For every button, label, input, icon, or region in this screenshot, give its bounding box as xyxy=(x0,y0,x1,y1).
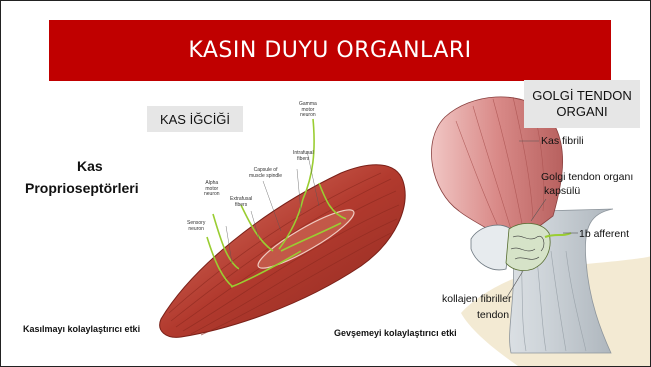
gto-capsule-label-line-2: kapsülü xyxy=(544,185,580,197)
relaxation-caption: Gevşemeyi kolaylaştırıcı etki xyxy=(334,328,457,338)
golgi-title-line-1: GOLGİ TENDON xyxy=(532,88,631,104)
intrafusal-fibers-label: Intrafusal fibers xyxy=(293,151,314,162)
contraction-caption: Kasılmayı kolaylaştırıcı etki xyxy=(23,324,140,334)
afferent-label: 1b afferent xyxy=(579,228,629,240)
capsule-line-2: muscle spindle xyxy=(249,174,282,180)
slide-title: KASIN DUYU ORGANLARI xyxy=(188,38,471,63)
golgi-title-line-2: ORGANI xyxy=(556,104,607,120)
muscle-spindle-label: KAS İĞCİĞİ xyxy=(147,106,243,132)
collagen-label-line-1: kollajen fibriller xyxy=(442,293,511,305)
golgi-tendon-organ-label: GOLGİ TENDON ORGANI xyxy=(524,80,640,128)
alpha-line-3: neuron xyxy=(204,192,220,198)
gamma-motor-neuron-label: Gamma motor neuron xyxy=(299,102,317,119)
gto-capsule-label-line-1: Golgi tendon organı xyxy=(541,171,633,183)
left-heading-line-1: Kas xyxy=(77,158,103,174)
gamma-line-3: neuron xyxy=(299,113,317,119)
extrafusal-fibers-label: Extrafusal fibers xyxy=(230,197,252,208)
spindle-capsule-label: Capsule of muscle spindle xyxy=(249,168,282,179)
title-banner: KASIN DUYU ORGANLARI xyxy=(49,20,611,81)
sensory-line-2: neuron xyxy=(187,227,205,233)
intrafusal-line-2: fibers xyxy=(293,157,314,163)
left-heading-line-2: Proprioseptörleri xyxy=(25,180,139,196)
alpha-motor-neuron-label: Alpha motor neuron xyxy=(204,181,220,198)
collagen-label-line-2: tendon xyxy=(477,309,509,321)
muscle-fibril-label: Kas fibrili xyxy=(541,135,584,147)
sensory-neuron-label: Sensory neuron xyxy=(187,221,205,232)
extrafusal-line-2: fibers xyxy=(230,203,252,209)
